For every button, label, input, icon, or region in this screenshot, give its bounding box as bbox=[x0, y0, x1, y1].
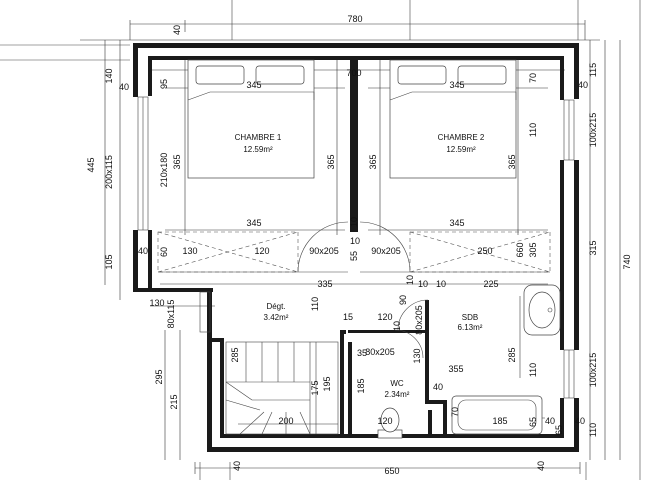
dim-left-40: 40 bbox=[119, 82, 129, 92]
dim-c1-height-r: 365 bbox=[326, 154, 336, 169]
dim-door-c1-120: 120 bbox=[254, 246, 269, 256]
dim-right-65: 65 bbox=[528, 417, 538, 427]
dim-degt-120: 120 bbox=[377, 312, 392, 322]
dim-sdb-70: 70 bbox=[450, 407, 460, 417]
dim-wc-120: 120 bbox=[377, 416, 392, 426]
dim-left-60: 60 bbox=[159, 247, 169, 257]
dim-sdb-80x205: 80x205 bbox=[414, 305, 424, 335]
dim-corridor-225: 225 bbox=[483, 279, 498, 289]
dim-left-215: 215 bbox=[169, 394, 179, 409]
bed-chambre-2 bbox=[389, 59, 517, 179]
dim-wall-55: 55 bbox=[349, 251, 359, 261]
dim-right-115: 115 bbox=[588, 63, 598, 77]
dim-right-315: 315 bbox=[588, 240, 598, 255]
dim-bottom-total: 650 bbox=[384, 466, 399, 476]
dim-stair-195: 195 bbox=[322, 376, 332, 391]
dim-stair-200: 200 bbox=[278, 416, 293, 426]
dim-left-210x180: 210x180 bbox=[159, 153, 169, 188]
dim-degt-80x205: 80x205 bbox=[365, 347, 395, 357]
dim-right-100x215-top: 100x215 bbox=[588, 113, 598, 148]
room-area-degt: 3.42m² bbox=[264, 313, 289, 322]
dim-sdb-285: 285 bbox=[507, 347, 517, 362]
dim-bottom-40-left: 40 bbox=[232, 461, 242, 471]
dim-c1-height: 365 bbox=[172, 154, 182, 169]
room-area-wc: 2.34m² bbox=[385, 390, 410, 399]
dim-wc-130: 130 bbox=[412, 348, 422, 363]
dim-degt-10: 10 bbox=[392, 321, 402, 331]
dim-right-660: 660 bbox=[515, 242, 525, 257]
dim-corridor-10b: 10 bbox=[436, 279, 446, 289]
dim-c2-height-l: 365 bbox=[368, 154, 378, 169]
dim-sdb-65: 65 bbox=[554, 425, 564, 435]
dim-wc-185: 185 bbox=[356, 378, 366, 393]
wc-fixture bbox=[377, 407, 403, 439]
dim-degt-110: 110 bbox=[310, 297, 320, 311]
dim-left-445: 445 bbox=[86, 157, 96, 172]
bed-chambre-1 bbox=[187, 59, 315, 179]
wardrobes bbox=[157, 231, 551, 273]
room-area-chambre-1: 12.59m² bbox=[243, 145, 273, 154]
dim-c2-250: 250 bbox=[477, 246, 492, 256]
bathroom-fixtures bbox=[451, 284, 561, 435]
dim-wall-10a: 10 bbox=[350, 236, 360, 246]
dim-top-40: 40 bbox=[172, 25, 182, 35]
room-name-chambre-1: CHAMBRE 1 bbox=[235, 133, 282, 142]
dim-corridor-10: 10 bbox=[418, 279, 428, 289]
dim-right-100x215-bottom: 100x215 bbox=[588, 353, 598, 388]
dim-wc-355: 355 bbox=[448, 364, 463, 374]
dim-left-80x115: 80x115 bbox=[166, 300, 176, 329]
dim-c2-width: 345 bbox=[449, 80, 464, 90]
dim-left-295: 295 bbox=[154, 369, 164, 384]
dim-left-200x115: 200x115 bbox=[104, 155, 114, 189]
dim-door-c2: 90x205 bbox=[371, 246, 401, 256]
dim-c1-width-b: 345 bbox=[246, 218, 261, 228]
dim-right-40b: 40 bbox=[575, 416, 585, 426]
dim-degt-15: 15 bbox=[343, 312, 353, 322]
dim-right-70: 70 bbox=[528, 73, 538, 83]
dim-right-110c: 110 bbox=[528, 363, 538, 377]
room-area-chambre-2: 12.59m² bbox=[446, 145, 476, 154]
dim-right-110: 110 bbox=[528, 123, 538, 137]
dim-top-total: 780 bbox=[347, 14, 362, 24]
dim-degt-90: 90 bbox=[398, 295, 408, 305]
dim-c2-height-r: 365 bbox=[507, 154, 517, 169]
dim-left-130: 130 bbox=[149, 298, 164, 308]
exterior-lines bbox=[0, 0, 641, 480]
room-area-sdb: 6.13m² bbox=[458, 323, 483, 332]
dim-sdb-185: 185 bbox=[492, 416, 507, 426]
dim-c1-width: 345 bbox=[246, 80, 261, 90]
dim-left-95: 95 bbox=[159, 79, 169, 89]
room-name-chambre-2: CHAMBRE 2 bbox=[438, 133, 485, 142]
dim-wc-35: 35 bbox=[357, 348, 367, 358]
dim-top-700: 700 bbox=[346, 68, 361, 78]
dim-corridor-335: 335 bbox=[317, 279, 332, 289]
walls bbox=[133, 43, 579, 452]
room-name-sdb: SDB bbox=[462, 313, 478, 322]
dim-sdb-40: 40 bbox=[545, 416, 555, 426]
dimension-labels: 780 40 700 650 40 40 140 40 95 445 200x1… bbox=[86, 14, 632, 476]
dim-bottom-40-right: 40 bbox=[536, 461, 546, 471]
room-name-wc: WC bbox=[390, 379, 404, 388]
dim-stair-285: 285 bbox=[230, 347, 240, 362]
dim-right-740: 740 bbox=[622, 254, 632, 269]
dim-right-305: 305 bbox=[528, 242, 538, 257]
dim-left-105: 105 bbox=[104, 254, 114, 269]
dim-right-110b: 110 bbox=[588, 423, 598, 437]
dim-right-40: 40 bbox=[578, 80, 588, 90]
dim-wall-10b: 10 bbox=[349, 217, 359, 227]
dim-door-c1-130: 130 bbox=[182, 246, 197, 256]
room-labels: CHAMBRE 1 12.59m² CHAMBRE 2 12.59m² Dégt… bbox=[235, 133, 485, 399]
dim-stair-175: 175 bbox=[310, 380, 320, 395]
doors bbox=[297, 221, 429, 359]
dim-c2-width-b: 345 bbox=[449, 218, 464, 228]
room-name-degt: Dégt. bbox=[266, 302, 285, 311]
windows bbox=[137, 96, 575, 399]
dim-door-c1: 90x205 bbox=[309, 246, 339, 256]
dim-left-140: 140 bbox=[104, 68, 114, 83]
staircase bbox=[225, 341, 339, 435]
dim-wc-40: 40 bbox=[433, 382, 443, 392]
dim-left-40b: 40 bbox=[138, 246, 148, 256]
dim-wall-10c: 10 bbox=[405, 275, 415, 285]
